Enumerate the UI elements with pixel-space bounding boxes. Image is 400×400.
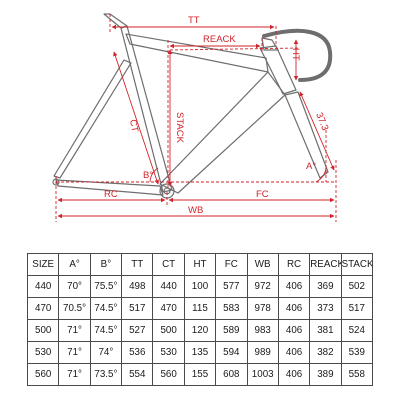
down-tube	[159, 71, 286, 194]
table-cell: 155	[183, 363, 217, 386]
column-header: TT	[121, 253, 154, 276]
table-cell: 577	[215, 275, 248, 298]
table-cell: 381	[309, 319, 342, 342]
table-cell: 115	[183, 297, 217, 320]
table-cell: 406	[277, 319, 311, 342]
table-cell: 74.5°	[89, 319, 123, 342]
column-header: B°	[89, 253, 123, 276]
table-cell: 978	[246, 297, 279, 320]
frame-geometry-diagram: TT REACK HT CT STACK 37.3 RC FC WB B° A°	[52, 13, 337, 222]
table-cell: 74.5°	[89, 297, 123, 320]
table-cell: 75.5°	[89, 275, 123, 298]
table-cell: 560	[26, 363, 60, 386]
table-cell: 524	[340, 319, 374, 342]
table-cell: 560	[152, 363, 185, 386]
table-cell: 558	[340, 363, 374, 386]
table-cell: 382	[309, 341, 342, 364]
label-angle-a: A°	[306, 161, 316, 172]
label-wb: WB	[188, 205, 203, 216]
table-cell: 1003	[246, 363, 279, 386]
table-cell: 406	[277, 297, 311, 320]
seat-post	[103, 13, 128, 29]
table-cell: 583	[215, 297, 248, 320]
table-cell: 70°	[58, 275, 91, 298]
label-ht: HT	[290, 48, 301, 61]
column-header: SIZE	[26, 253, 60, 276]
table-cell: 71°	[58, 363, 91, 386]
table-cell: 527	[121, 319, 154, 342]
table-cell: 554	[121, 363, 154, 386]
label-angle-b: B°	[143, 170, 153, 181]
label-ct: CT	[127, 119, 140, 134]
seat-stay	[53, 59, 132, 179]
table-cell: 989	[246, 341, 279, 364]
table-cell: 500	[26, 319, 60, 342]
table-cell: 470	[26, 297, 60, 320]
label-fc: FC	[256, 189, 269, 200]
table-cell: 530	[26, 341, 60, 364]
dimension-lines	[55, 14, 337, 222]
table-cell: 100	[183, 275, 217, 298]
table-cell: 470	[152, 297, 185, 320]
table-cell: 406	[277, 275, 311, 298]
table-cell: 73.5°	[89, 363, 123, 386]
table-cell: 608	[215, 363, 248, 386]
table-cell: 373	[309, 297, 342, 320]
table-cell: 536	[121, 341, 154, 364]
column-header: WB	[246, 253, 279, 276]
bike-frame	[52, 13, 333, 199]
table-cell: 502	[340, 275, 374, 298]
top-tube	[125, 33, 269, 73]
table-cell: 70.5°	[58, 297, 91, 320]
table-cell: 71°	[58, 319, 91, 342]
column-header: REACK	[309, 253, 342, 276]
table-cell: 74°	[89, 341, 123, 364]
handlebar	[262, 28, 333, 82]
table-cell: 972	[246, 275, 279, 298]
column-header: STACK	[340, 253, 374, 276]
table-cell: 406	[277, 341, 311, 364]
table-cell: 135	[183, 341, 217, 364]
table-cell: 71°	[58, 341, 91, 364]
label-stack: STACK	[174, 112, 185, 144]
table-cell: 983	[246, 319, 279, 342]
column-header: HT	[183, 253, 217, 276]
table-cell: 517	[121, 297, 154, 320]
table-cell: 120	[183, 319, 217, 342]
column-header: FC	[215, 253, 248, 276]
column-header: RC	[277, 253, 311, 276]
table-cell: 498	[121, 275, 154, 298]
label-reach: REACK	[203, 34, 236, 45]
column-header: A°	[58, 253, 91, 276]
head-tube	[259, 45, 297, 95]
stem	[261, 37, 279, 51]
table-cell: 594	[215, 341, 248, 364]
table-cell: 500	[152, 319, 185, 342]
table-cell: 530	[152, 341, 185, 364]
table-cell: 517	[340, 297, 374, 320]
table-cell: 440	[26, 275, 60, 298]
label-rc: RC	[104, 189, 118, 200]
table-cell: 389	[309, 363, 342, 386]
table-cell: 539	[340, 341, 374, 364]
table-cell: 440	[152, 275, 185, 298]
table-cell: 406	[277, 363, 311, 386]
table-cell: 589	[215, 319, 248, 342]
column-header: CT	[152, 253, 185, 276]
label-tt: TT	[188, 15, 200, 26]
table-cell: 369	[309, 275, 342, 298]
